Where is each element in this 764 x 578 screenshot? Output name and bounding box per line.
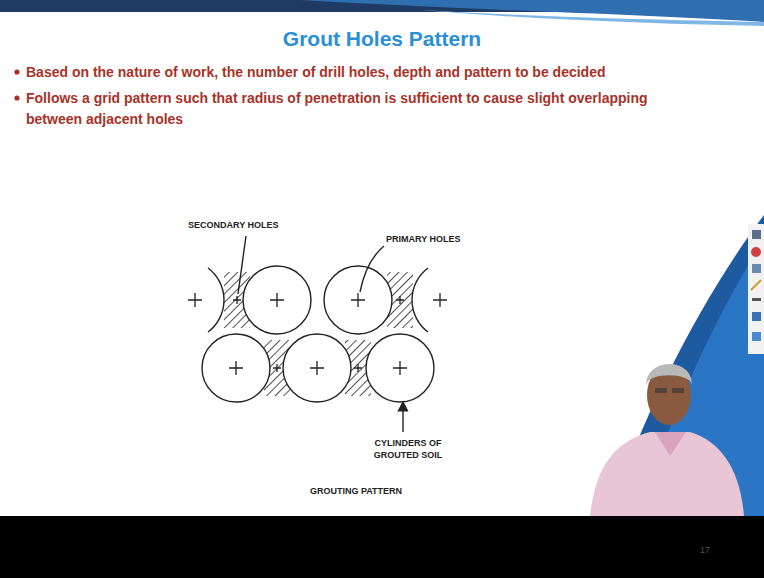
top-swoosh (300, 0, 764, 22)
bullet-text: Based on the nature of work, the number … (26, 62, 761, 82)
bullet-text: Follows a grid pattern such that radius … (26, 88, 706, 130)
grouting-pattern (188, 236, 447, 432)
toolbar (748, 224, 764, 354)
bullet-dot (14, 95, 19, 100)
callout-label: SECONDARY HOLES (188, 220, 308, 230)
slide-title: Grout Holes Pattern (0, 27, 764, 51)
slide-ground (0, 0, 764, 516)
top-swoosh-light (420, 10, 764, 26)
callout-label: PRIMARY HOLES (386, 234, 506, 244)
slide-number: 17 (700, 545, 730, 555)
callout-label: CYLINDERS OF GROUTED SOIL (368, 437, 448, 461)
figure-caption: GROUTING PATTERN (256, 486, 456, 496)
presenter-video (590, 364, 744, 516)
bullet-dot (14, 69, 19, 74)
